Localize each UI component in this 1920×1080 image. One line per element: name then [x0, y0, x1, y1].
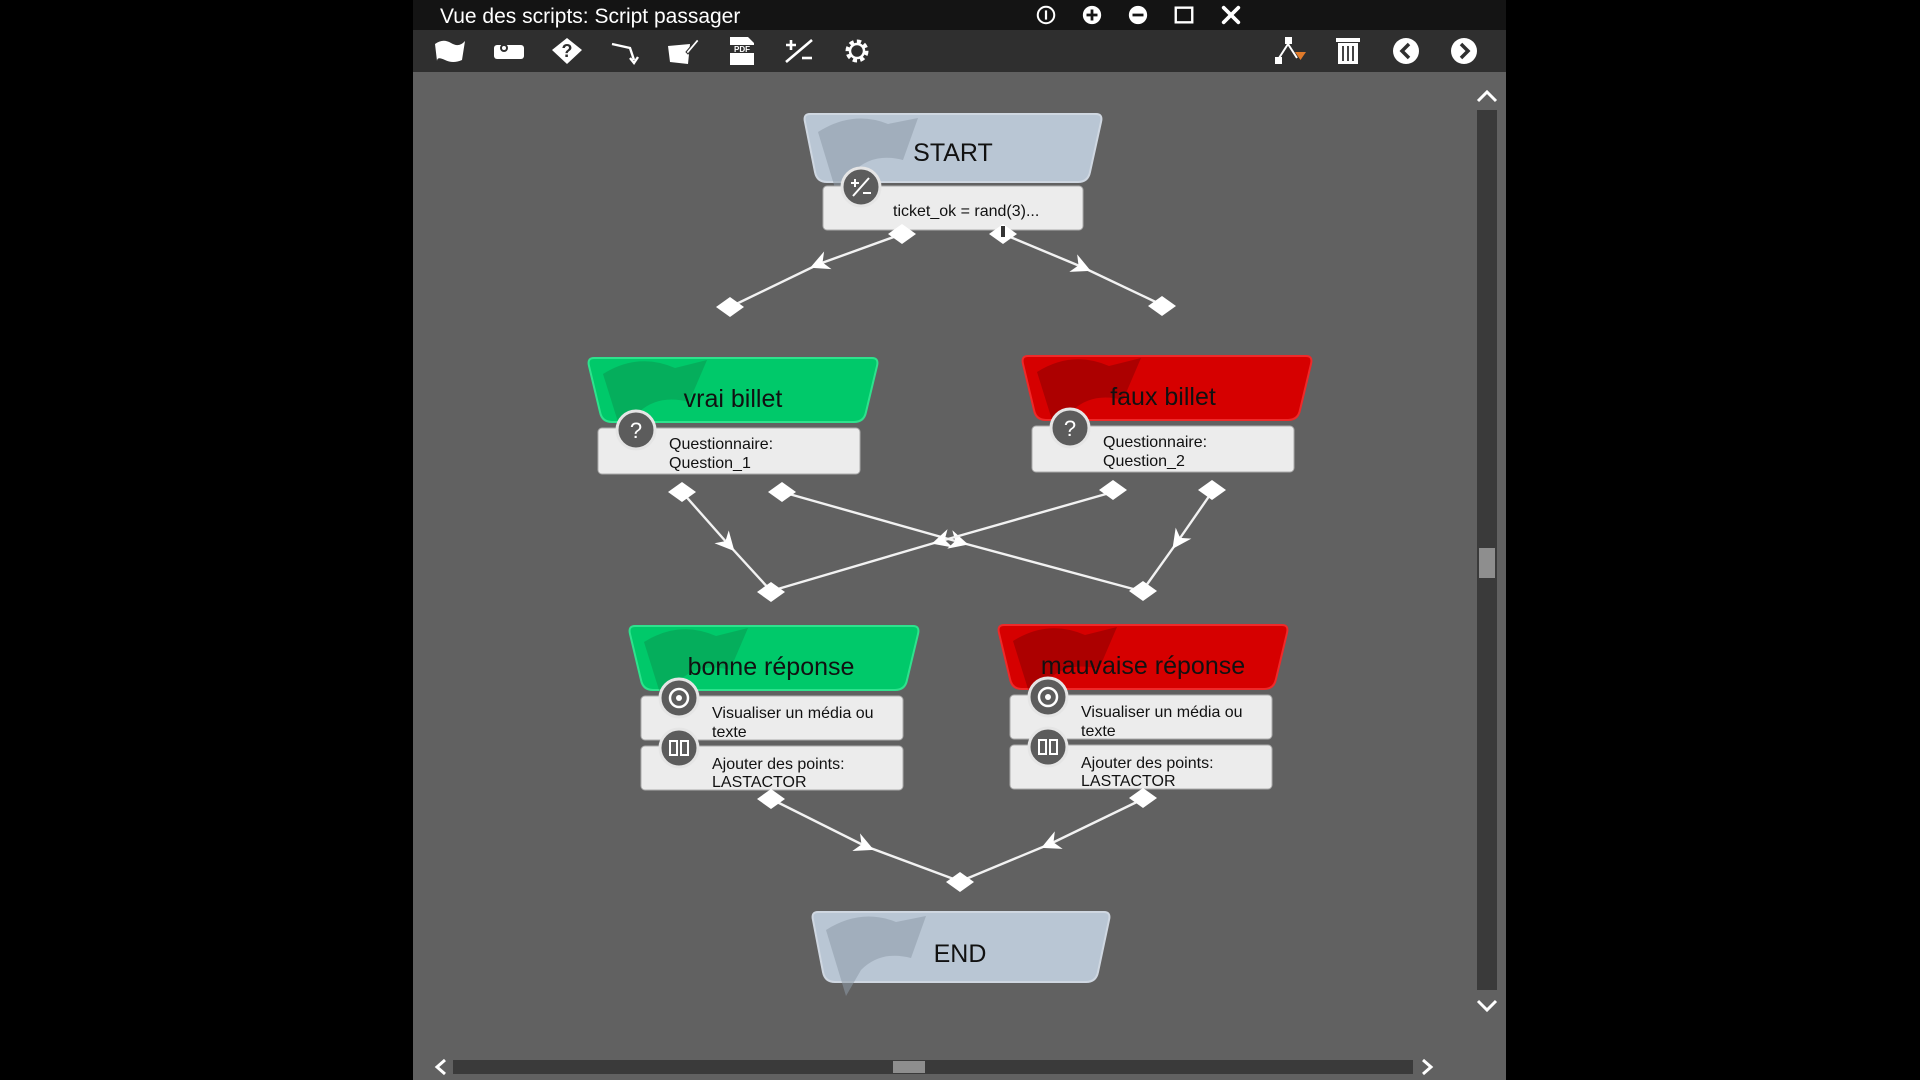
info-icon[interactable] — [1034, 3, 1058, 27]
action-line: Questionnaire: — [1103, 434, 1207, 451]
next-icon[interactable] — [1445, 33, 1483, 69]
action-line: Questionnaire: — [669, 436, 773, 453]
node-bonne-reponse[interactable]: bonne réponse Visualiser un média ou tex… — [628, 582, 920, 809]
action-line: Visualiser un média ou — [712, 705, 874, 722]
action-box[interactable] — [1031, 425, 1295, 473]
action-line: LASTACTOR — [712, 774, 807, 791]
exit-port-icon[interactable] — [1129, 788, 1157, 808]
answer-port-icon[interactable] — [668, 482, 696, 502]
points-icon — [1027, 726, 1069, 768]
add-icon[interactable] — [1080, 3, 1104, 27]
node-title: END — [934, 940, 987, 968]
action-line: Ajouter des points: — [712, 756, 845, 773]
node-start[interactable]: START ticket_ok = rand(3)... — [803, 113, 1103, 244]
flag-icon — [826, 916, 926, 996]
script-view-window: Vue des scripts: Script passager ? — [413, 0, 1506, 1080]
connector-vrai-bonne[interactable] — [681, 491, 772, 592]
connector-bonne-end[interactable] — [770, 797, 960, 883]
node-title: mauvaise réponse — [1041, 652, 1245, 680]
action-box[interactable] — [597, 427, 861, 475]
question-icon — [1049, 407, 1091, 449]
node-title: START — [913, 139, 993, 167]
title-bar: Vue des scripts: Script passager — [413, 0, 1506, 30]
action-line: Question_1 — [669, 455, 751, 472]
connector-start-faux[interactable] — [1002, 232, 1163, 307]
action-text: ticket_ok = rand(3)... — [893, 203, 1039, 220]
scroll-down-icon[interactable] — [1475, 998, 1499, 1014]
entry-port-icon[interactable] — [946, 872, 974, 892]
vertical-scroll-thumb[interactable] — [1479, 548, 1495, 578]
question-icon[interactable]: ? — [548, 33, 586, 69]
connector-vrai-mauvaise[interactable] — [781, 490, 1138, 592]
answer-port-icon[interactable] — [1198, 480, 1226, 500]
media-icon[interactable] — [490, 33, 528, 69]
points-icon — [658, 727, 700, 769]
action-line: texte — [1081, 723, 1116, 740]
entry-port-icon[interactable] — [716, 297, 744, 317]
answer-port-icon[interactable] — [1099, 480, 1127, 500]
action-line: texte — [712, 724, 747, 741]
action-line: Visualiser un média ou — [1081, 704, 1243, 721]
action-box[interactable] — [822, 185, 1084, 231]
toolbar: ? PDF — [413, 30, 1506, 72]
trash-icon[interactable] — [1329, 33, 1367, 69]
connections — [681, 232, 1213, 883]
scroll-left-icon[interactable] — [433, 1057, 449, 1077]
node-title: bonne réponse — [688, 653, 855, 681]
flag-icon[interactable] — [431, 33, 469, 69]
connector-mauvaise-end[interactable] — [960, 797, 1144, 883]
pdf-icon[interactable]: PDF — [722, 33, 760, 69]
window-title: Vue des scripts: Script passager — [440, 5, 741, 28]
action-box[interactable] — [1009, 744, 1273, 790]
connector-start-vrai[interactable] — [729, 232, 903, 309]
entry-port-icon[interactable] — [1129, 581, 1157, 601]
question-icon — [615, 409, 657, 451]
connector-faux-mauvaise[interactable] — [1142, 491, 1213, 591]
node-end[interactable]: END — [811, 872, 1111, 996]
vertical-scrollbar[interactable] — [1471, 88, 1498, 1018]
node-title: vrai billet — [684, 385, 783, 413]
gear-icon[interactable] — [838, 33, 876, 69]
entry-port-icon[interactable] — [757, 582, 785, 602]
minimize-icon[interactable] — [1126, 3, 1150, 27]
scroll-right-icon[interactable] — [1419, 1057, 1435, 1077]
action-line: LASTACTOR — [1081, 773, 1176, 790]
action-box[interactable] — [1009, 694, 1273, 740]
node-title: faux billet — [1110, 383, 1216, 411]
maximize-icon[interactable] — [1172, 3, 1196, 27]
variable-port-icon[interactable] — [888, 224, 916, 244]
exit-port-icon[interactable] — [757, 789, 785, 809]
tree-layout-icon[interactable] — [1271, 33, 1309, 69]
horizontal-scroll-track[interactable] — [453, 1060, 1413, 1074]
previous-icon[interactable] — [1387, 33, 1425, 69]
svg-text:?: ? — [562, 41, 573, 61]
close-icon[interactable] — [1219, 3, 1243, 27]
connector-faux-bonne[interactable] — [770, 490, 1114, 593]
horizontal-scrollbar[interactable] — [433, 1055, 1493, 1079]
node-vrai-billet[interactable]: vrai billet ? Questionnaire: Question_1 — [587, 297, 879, 502]
action-line: Ajouter des points: — [1081, 755, 1214, 772]
horizontal-scroll-thumb[interactable] — [893, 1061, 925, 1073]
node-mauvaise-reponse[interactable]: mauvaise réponse Visualiser un média ou … — [997, 581, 1289, 808]
scroll-up-icon[interactable] — [1475, 88, 1499, 104]
link-icon[interactable] — [606, 33, 644, 69]
action-box[interactable] — [640, 695, 904, 741]
script-canvas[interactable]: START ticket_ok = rand(3)... vrai billet… — [413, 72, 1483, 1057]
svg-text:?: ? — [1064, 416, 1076, 441]
pdf-label: PDF — [734, 45, 750, 54]
edit-icon[interactable] — [664, 33, 702, 69]
variable-icon[interactable] — [780, 33, 818, 69]
svg-text:?: ? — [630, 418, 642, 443]
action-line: Question_2 — [1103, 453, 1185, 470]
node-faux-billet[interactable]: faux billet ? Questionnaire: Question_2 — [1021, 296, 1313, 500]
entry-port-icon[interactable] — [1148, 296, 1176, 316]
answer-port-icon[interactable] — [768, 482, 796, 502]
